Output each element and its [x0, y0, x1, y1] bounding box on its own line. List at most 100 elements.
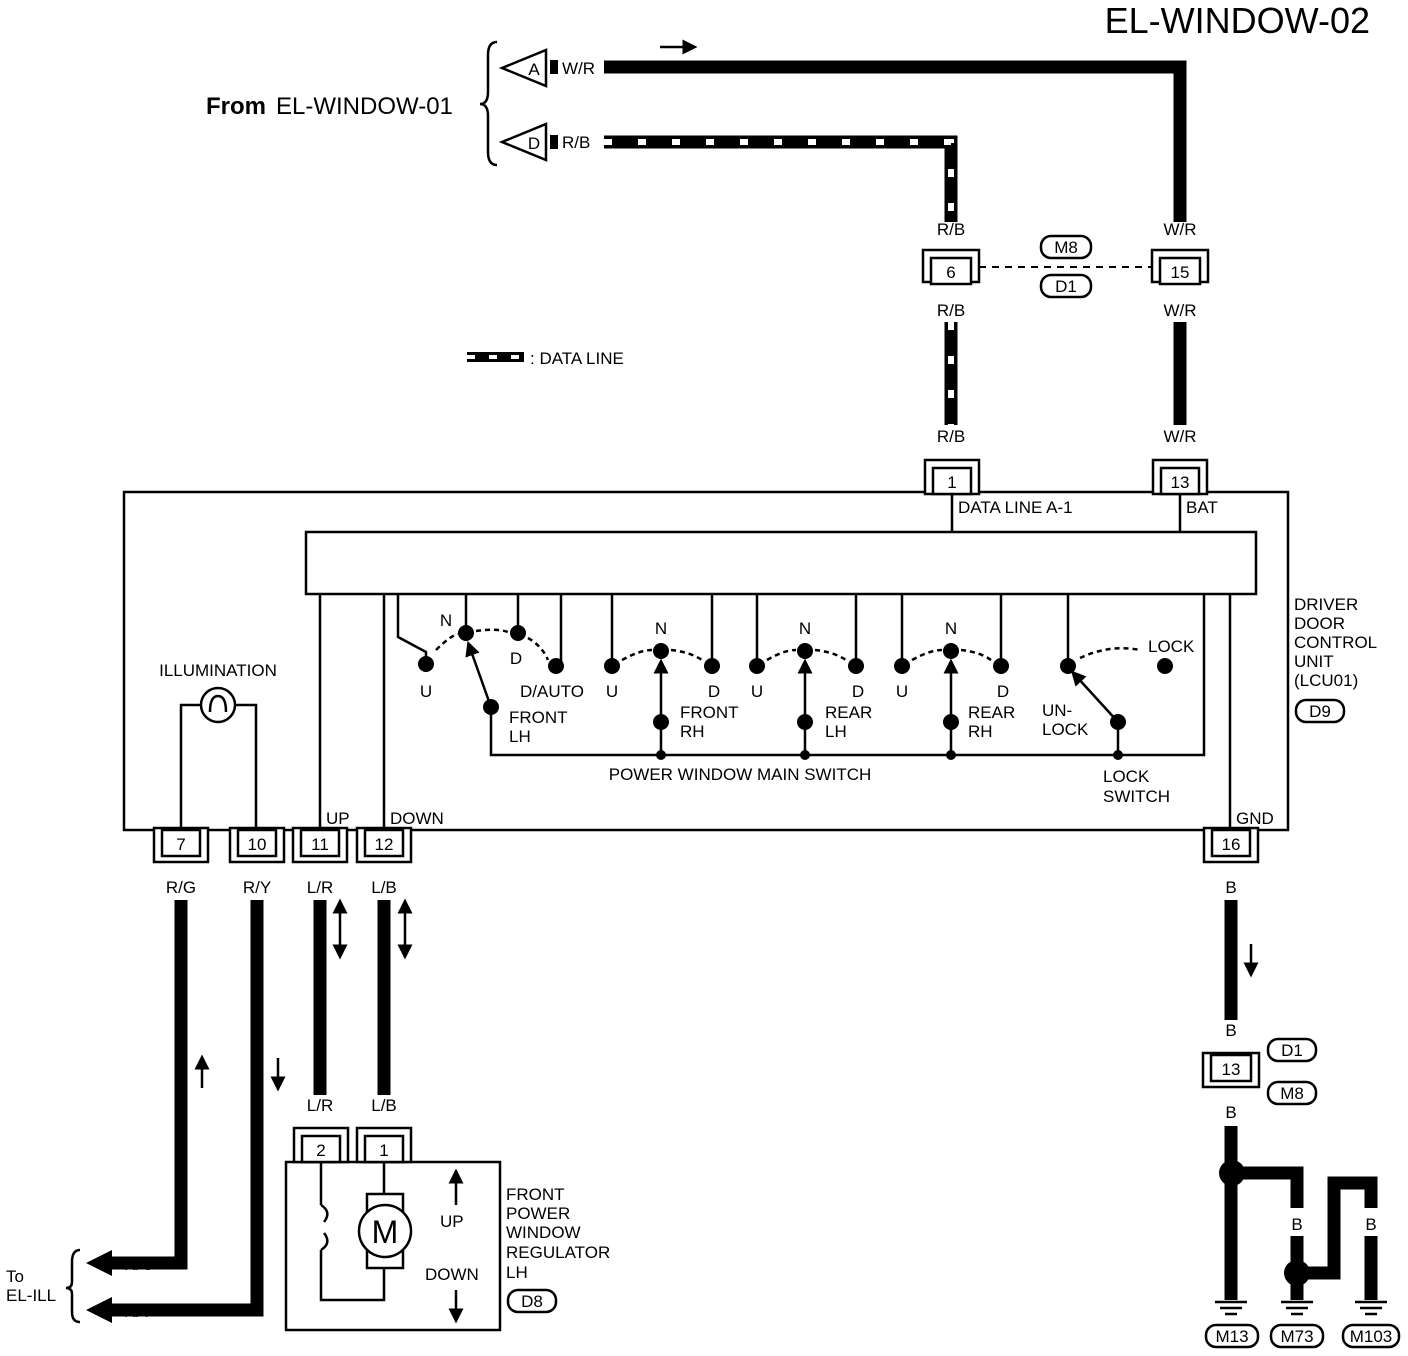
wire-label-b-7: B [1365, 1215, 1376, 1234]
wire-label-wr-in: W/R [562, 59, 595, 78]
svg-text:N: N [655, 619, 667, 638]
svg-text:POWER: POWER [506, 1204, 570, 1223]
wire-label-ry-1: R/Y [243, 878, 271, 897]
regulator-name: FRONT POWER WINDOW REGULATOR LH D8 [506, 1185, 610, 1314]
regulator-pin-1: 1 [355, 1126, 413, 1164]
wire-label-b-1: B [1225, 878, 1236, 897]
label-bat: BAT [1186, 498, 1218, 517]
lcu-pin-1: 1 [923, 458, 981, 496]
ground-joint-ref-d1: D1 [1281, 1041, 1303, 1060]
main-switch-label: POWER WINDOW MAIN SWITCH [609, 765, 872, 784]
svg-text:16: 16 [1222, 835, 1241, 854]
arrow-rg-out [86, 1250, 112, 1276]
wire-label-b-6: B [1328, 1215, 1339, 1234]
wire-label-rb-in: R/B [562, 133, 590, 152]
lcu-pin-11: 11 [291, 826, 349, 864]
svg-text:SWITCH: SWITCH [1103, 787, 1170, 806]
wire-b-to-m73 [1232, 1166, 1304, 1208]
svg-text:LH: LH [506, 1263, 528, 1282]
wire-b-to-m103 [1297, 1176, 1378, 1280]
switch-rear-lh: U N D REAR LH [749, 594, 872, 760]
svg-text:LOCK: LOCK [1042, 720, 1089, 739]
svg-text:FRONT: FRONT [680, 703, 739, 722]
svg-text:LH: LH [509, 727, 531, 746]
wire-label-rb-1: R/B [937, 220, 965, 239]
svg-text:D: D [708, 682, 720, 701]
wire-rb-top [604, 135, 958, 222]
svg-text:UNIT: UNIT [1294, 652, 1334, 671]
svg-text:UN-: UN- [1042, 701, 1072, 720]
wire-label-lr-1: L/R [307, 878, 333, 897]
wire-label-wr-3: W/R [1163, 427, 1196, 446]
svg-text:D: D [510, 649, 522, 668]
svg-text:13: 13 [1171, 473, 1190, 492]
switch-front-lh: U N D D/AUTO FRONT LH [396, 594, 584, 746]
svg-text:1: 1 [379, 1141, 388, 1160]
svg-text:D: D [997, 682, 1009, 701]
illumination-label: ILLUMINATION [159, 661, 277, 680]
svg-text:LOCK: LOCK [1103, 767, 1150, 786]
wire-label-wr-2: W/R [1163, 301, 1196, 320]
svg-text:LH: LH [825, 722, 847, 741]
to-el-ill: To EL-ILL [6, 1248, 81, 1324]
svg-text:N: N [945, 619, 957, 638]
svg-text:1: 1 [947, 473, 956, 492]
svg-text:REGULATOR: REGULATOR [506, 1243, 610, 1262]
svg-text:U: U [896, 682, 908, 701]
svg-text:RH: RH [968, 722, 993, 741]
svg-text:(LCU01): (LCU01) [1294, 671, 1358, 690]
svg-text:To: To [6, 1267, 24, 1286]
svg-text:WINDOW: WINDOW [506, 1223, 581, 1242]
wire-label-lb-1: L/B [371, 878, 397, 897]
svg-text:U: U [420, 682, 432, 701]
wire-label-rb-2: R/B [937, 301, 965, 320]
ground-m13: M13 [1204, 1300, 1260, 1349]
lcu-pin-16: 16 [1202, 826, 1260, 864]
arrow-ry-out [86, 1297, 112, 1323]
svg-text:10: 10 [248, 835, 267, 854]
motor-letter: M [372, 1214, 399, 1250]
wire-ry [110, 900, 264, 1317]
diagram-title: EL-WINDOW-02 [1105, 0, 1370, 41]
connector-d-letter: D [528, 134, 540, 153]
svg-text:11: 11 [311, 835, 329, 854]
legend-text: : DATA LINE [530, 349, 624, 368]
svg-text:2: 2 [316, 1141, 325, 1160]
svg-text:FRONT: FRONT [506, 1185, 565, 1204]
svg-text:RH: RH [680, 722, 705, 741]
joint-ref-d1: D1 [1055, 277, 1077, 296]
svg-text:U: U [751, 682, 763, 701]
regulator-ref-d8: D8 [521, 1292, 543, 1311]
from-label: From EL-WINDOW-01 [206, 40, 498, 167]
from-label-bold: From [206, 93, 266, 120]
wire-rg [110, 900, 188, 1270]
lcu-ref-d9: D9 [1309, 702, 1331, 721]
wire-label-lr-2: L/R [307, 1096, 333, 1115]
lcu-pin-13-top: 13 [1151, 458, 1209, 496]
svg-text:N: N [440, 611, 452, 630]
joint-connector-m8-d1: R/B W/R 6 15 M8 D1 R/B W/R [921, 220, 1210, 320]
wire-wr-top [604, 60, 1187, 222]
wire-label-rg-1: R/G [166, 878, 196, 897]
lcu-pin-12: 12 [355, 826, 413, 864]
from-label-source: EL-WINDOW-01 [276, 93, 453, 120]
label-gnd: GND [1236, 809, 1274, 828]
lcu-pin-10: 10 [228, 826, 286, 864]
svg-text:D/AUTO: D/AUTO [520, 682, 584, 701]
ground-joint-pin-13: 13 [1222, 1060, 1241, 1079]
illumination: ILLUMINATION [159, 661, 277, 830]
connector-d: D R/B [498, 122, 590, 162]
svg-text:U: U [606, 682, 618, 701]
ground-m103: M103 [1341, 1300, 1401, 1349]
svg-text:N: N [799, 619, 811, 638]
svg-text:EL-ILL: EL-ILL [6, 1286, 56, 1305]
lock-switch: LOCK UN- LOCK LOCK SWITCH [1042, 594, 1195, 806]
svg-text:D: D [852, 682, 864, 701]
lcu-name: DRIVER DOOR CONTROL UNIT (LCU01) D9 [1294, 595, 1377, 724]
wire-label-b-3: B [1225, 1103, 1236, 1122]
ground-joint-connector: 13 D1 M8 [1201, 1037, 1318, 1106]
motor-icon [357, 1203, 413, 1259]
connector-a: A W/R [498, 48, 595, 88]
ground-ref-m73: M73 [1280, 1327, 1313, 1346]
regulator-up-label: UP [440, 1212, 464, 1231]
